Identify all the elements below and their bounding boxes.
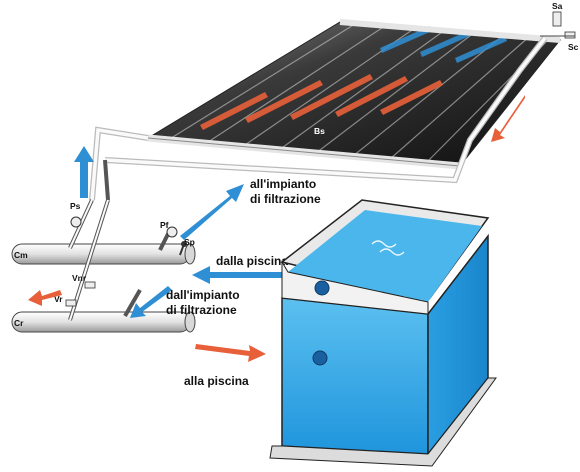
cr-pipe	[11, 311, 191, 333]
flow-arrows	[28, 146, 290, 362]
label-bs: Bs	[314, 126, 325, 136]
caption-from-filter-2: di filtrazione	[166, 303, 237, 317]
caption-from-pool: dalla piscina	[216, 254, 288, 268]
label-cr: Cr	[14, 318, 24, 328]
pool-inlet-lower	[312, 350, 328, 366]
label-pf: Pf	[160, 220, 169, 230]
sa-valve	[552, 11, 562, 27]
hot-flow-arrow-panel	[491, 95, 525, 142]
label-ps: Ps	[70, 201, 81, 211]
to-filter-arrow	[180, 184, 244, 240]
pool-inlet-upper	[314, 280, 330, 296]
to-pool-arrow	[195, 344, 266, 362]
label-sa: Sa	[552, 1, 563, 11]
vr-valve	[65, 299, 77, 307]
label-vnr: Vnr	[72, 273, 87, 283]
pf-valve	[166, 226, 178, 238]
vnr-valve	[84, 281, 96, 289]
swimming-pool	[269, 199, 497, 467]
solar-collector	[89, 11, 576, 201]
manifold-pipes	[11, 159, 196, 333]
label-cm: Cm	[14, 250, 28, 260]
sc-valve	[564, 31, 576, 39]
label-vr: Vr	[54, 294, 63, 304]
caption-to-filter-1: all'impianto	[250, 177, 316, 191]
from-pool-arrow	[192, 266, 290, 284]
caption-from-filter-1: dall'impianto	[166, 288, 240, 302]
label-sc: Sc	[568, 42, 579, 52]
from-filter-arrow	[130, 286, 172, 318]
ps-valve	[70, 216, 82, 228]
label-sp: Sp	[184, 237, 195, 247]
caption-to-filter-2: di filtrazione	[250, 192, 321, 206]
caption-to-pool: alla piscina	[184, 374, 249, 388]
hot-left-arrow	[28, 290, 62, 306]
cold-up-arrow	[74, 146, 94, 198]
